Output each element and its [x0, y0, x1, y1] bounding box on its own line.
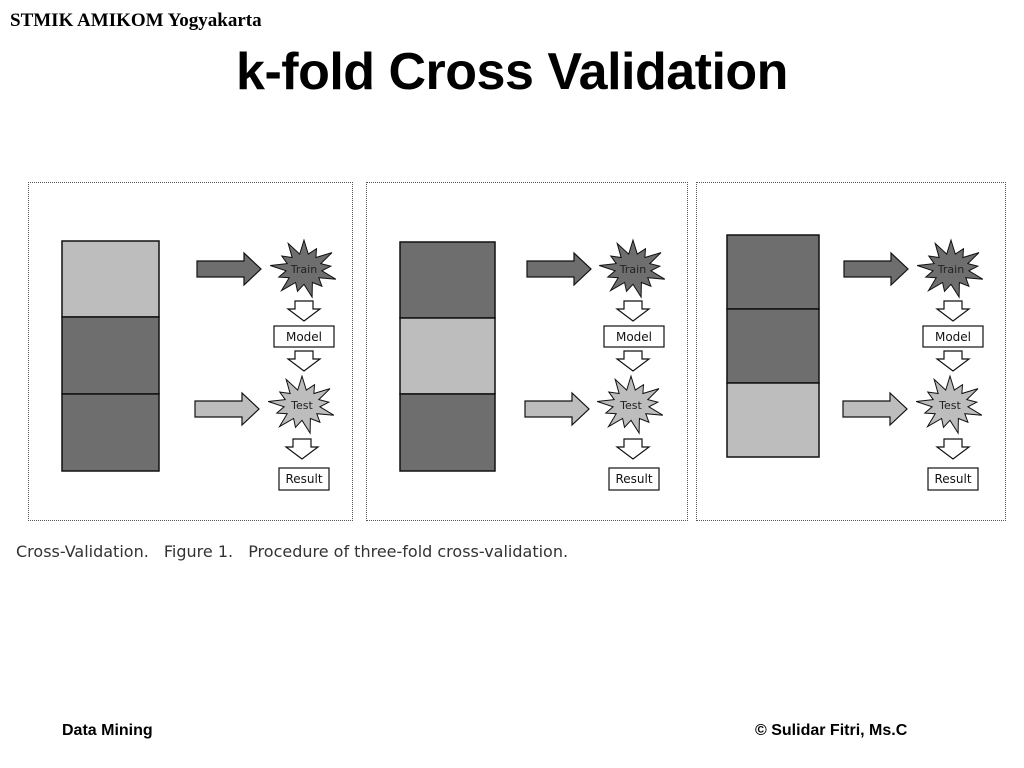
result-label: Result: [934, 472, 971, 486]
result-box: [927, 467, 979, 491]
data-fold-2-1: [399, 241, 496, 319]
model-box: [603, 325, 665, 348]
down-arrow: [935, 438, 971, 460]
model-box: [922, 325, 984, 348]
model-label: Model: [935, 330, 971, 344]
train-starburst: Train: [917, 238, 984, 299]
model-box: [273, 325, 335, 348]
test-arrow: [194, 391, 260, 427]
data-fold-3-3: [726, 382, 820, 458]
down-arrow: [286, 300, 322, 322]
down-arrow: [615, 438, 651, 460]
data-fold-3-1: [726, 234, 820, 310]
train-starburst: Train: [270, 238, 337, 299]
result-label: Result: [285, 472, 322, 486]
figure-caption: Cross-Validation. Figure 1. Procedure of…: [16, 542, 568, 561]
footer-course: Data Mining: [62, 722, 153, 739]
data-fold-1-2: [61, 316, 160, 395]
down-arrow: [615, 350, 651, 372]
down-arrow: [935, 300, 971, 322]
data-fold-1-3: [61, 393, 160, 472]
train-arrow: [843, 251, 909, 287]
data-fold-2-2: [399, 317, 496, 395]
down-arrow: [284, 438, 320, 460]
caption-figure-number: Figure 1.: [163, 542, 234, 561]
data-fold-1-1: [61, 240, 160, 318]
slide-title: k-fold Cross Validation: [236, 43, 788, 101]
train-arrow: [526, 251, 592, 287]
train-arrow: [196, 251, 262, 287]
fold-panel-2: Train Model Test Result: [366, 182, 688, 521]
test-label: Test: [938, 399, 961, 412]
down-arrow: [286, 350, 322, 372]
train-label: Train: [937, 263, 964, 276]
data-fold-2-3: [399, 393, 496, 472]
train-starburst: Train: [599, 238, 666, 299]
fold-panel-3: Train Model Test Result: [696, 182, 1006, 521]
train-label: Train: [619, 263, 646, 276]
test-starburst: Test: [597, 374, 664, 435]
down-arrow: [615, 300, 651, 322]
test-starburst: Test: [916, 374, 983, 435]
result-label: Result: [615, 472, 652, 486]
test-starburst: Test: [268, 374, 335, 435]
result-box: [278, 467, 330, 491]
test-arrow: [842, 391, 908, 427]
test-arrow: [524, 391, 590, 427]
test-label: Test: [290, 399, 313, 412]
caption-label: Cross-Validation.: [16, 542, 149, 561]
model-label: Model: [616, 330, 652, 344]
data-fold-3-2: [726, 308, 820, 384]
fold-panel-1: Train Model Test Result: [28, 182, 353, 521]
model-label: Model: [286, 330, 322, 344]
down-arrow: [935, 350, 971, 372]
footer-author: © Sulidar Fitri, Ms.C: [755, 722, 908, 739]
train-label: Train: [290, 263, 317, 276]
test-label: Test: [619, 399, 642, 412]
caption-text: Procedure of three-fold cross-validation…: [248, 542, 569, 561]
result-box: [608, 467, 660, 491]
institution-name: STMIK AMIKOM Yogyakarta: [10, 10, 262, 31]
